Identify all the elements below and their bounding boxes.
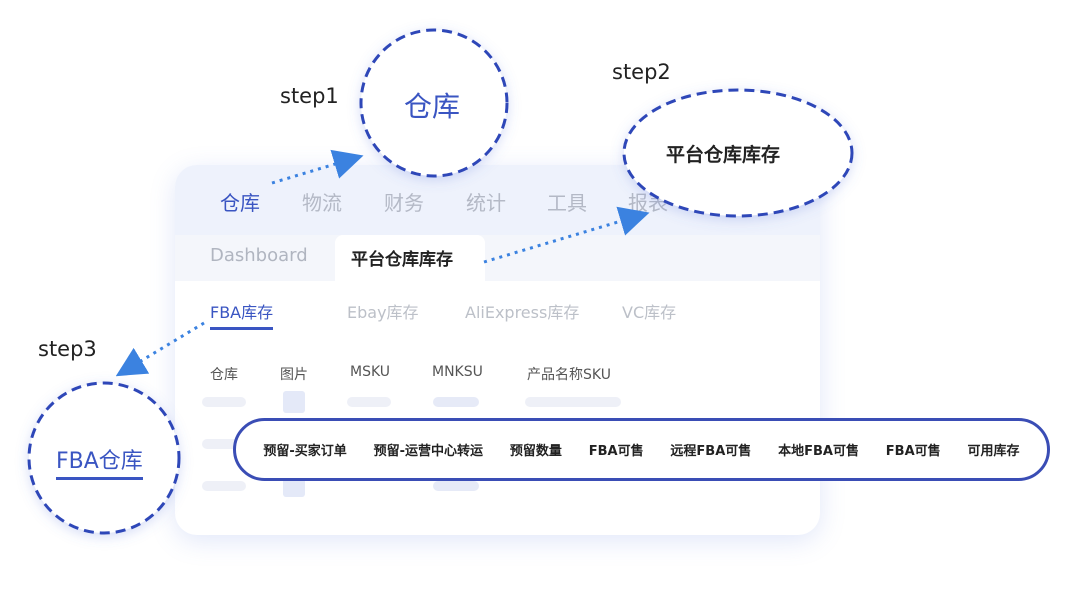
fields-callout: 预留-买家订单 预留-运营中心转运 预留数量 FBA可售 远程FBA可售 本地F… (233, 418, 1050, 481)
col-warehouse: 仓库 (210, 367, 238, 383)
step1-arrow (271, 149, 364, 185)
placeholder-cell (202, 397, 246, 407)
step3-bubble (27, 381, 181, 535)
step1-bubble-text: 仓库 (404, 90, 461, 123)
field-label: FBA可售 (588, 444, 644, 459)
placeholder-cell (202, 481, 246, 491)
step2-bubble-text: 平台仓库库存 (666, 144, 781, 166)
nav-statistics[interactable]: 统计 (466, 191, 506, 215)
nav-warehouse[interactable]: 仓库 (220, 191, 260, 215)
tab-platform-inventory[interactable]: 平台仓库库存 (351, 250, 453, 270)
field-label: FBA可售 (885, 444, 941, 459)
step1-bubble (359, 28, 509, 178)
field-label: 本地FBA可售 (778, 444, 859, 459)
step3-arrow (115, 321, 205, 377)
subtab-fba[interactable]: FBA库存 (210, 299, 274, 330)
field-label: 预留-买家订单 (263, 444, 347, 459)
nav-logistics[interactable]: 物流 (302, 191, 342, 215)
subtab-ebay[interactable]: Ebay库存 (347, 303, 419, 322)
placeholder-cell (525, 397, 621, 407)
active-tab-bg (335, 235, 485, 281)
step2-arrow (483, 206, 650, 264)
step2-bubble (622, 88, 854, 218)
tab-dashboard[interactable]: Dashboard (210, 245, 308, 266)
field-label: 远程FBA可售 (670, 444, 752, 459)
step1-label: step1 (280, 84, 339, 108)
col-mnksu: MNKSU (432, 364, 483, 380)
field-label: 可用库存 (967, 444, 1020, 459)
subtab-aliexpress[interactable]: AliExpress库存 (465, 303, 580, 322)
nav-tools[interactable]: 工具 (547, 191, 587, 215)
placeholder-cell (347, 397, 391, 407)
placeholder-cell (202, 439, 246, 449)
image-placeholder-icon (283, 391, 305, 413)
subtab-vc[interactable]: VC库存 (622, 303, 677, 322)
step3-bubble-text: FBA仓库 (56, 443, 143, 480)
col-product-sku: 产品名称SKU (527, 367, 611, 383)
step2-label: step2 (612, 60, 671, 84)
col-image: 图片 (280, 367, 308, 383)
placeholder-cell (433, 481, 479, 491)
tab-strip (175, 235, 820, 281)
nav-finance[interactable]: 财务 (384, 191, 424, 215)
field-label: 预留数量 (509, 444, 562, 459)
step3-label: step3 (38, 337, 97, 361)
col-msku: MSKU (350, 364, 391, 380)
placeholder-cell (433, 397, 479, 407)
field-label: 预留-运营中心转运 (373, 444, 484, 459)
